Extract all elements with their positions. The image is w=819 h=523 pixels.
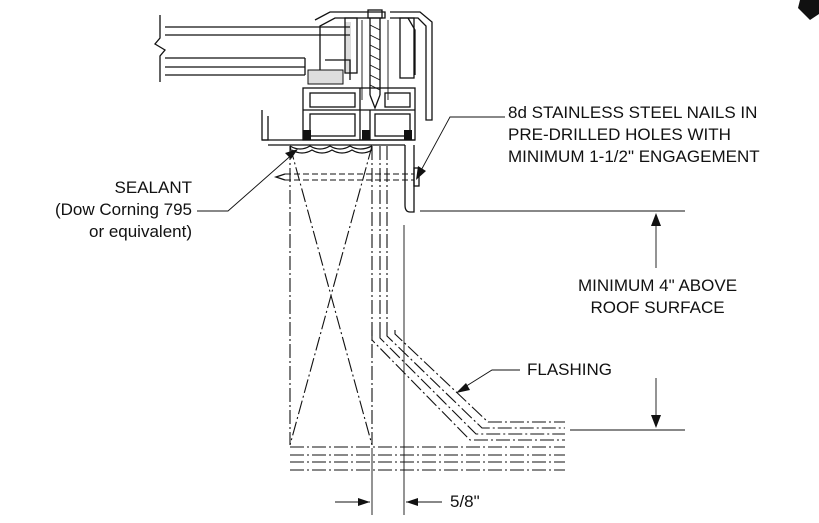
- sealant-bead: [289, 145, 373, 154]
- sealant-label: SEALANT (Dow Corning 795 or equivalent): [0, 177, 192, 243]
- width-dimension: [335, 225, 442, 515]
- sealant-label-line-1: SEALANT: [114, 178, 192, 197]
- height-label-line-2: ROOF SURFACE: [590, 298, 725, 317]
- wood-curb: [289, 145, 388, 446]
- dimension-label: 5/8": [450, 492, 480, 511]
- sealant-label-line-3: or equivalent): [88, 222, 192, 241]
- screw: [361, 9, 389, 110]
- leaders: [197, 116, 520, 393]
- height-label-line-1: MINIMUM 4" ABOVE: [577, 276, 738, 295]
- base-extrusion: [302, 87, 416, 141]
- nail: [273, 167, 420, 187]
- skylight-frame-extrusion: [307, 11, 433, 121]
- height-dimension: [420, 210, 685, 431]
- height-label: MINIMUM 4" ABOVE ROOF SURFACE: [540, 275, 775, 319]
- curb-flange: [261, 110, 415, 213]
- corner-fragment: [798, 0, 819, 20]
- nails-label: 8d STAINLESS STEEL NAILS IN PRE-DRILLED …: [508, 102, 760, 168]
- roof-deck: [290, 446, 565, 471]
- flashing-layers: [371, 330, 565, 441]
- sealant-label-line-2: (Dow Corning 795: [54, 200, 192, 219]
- nails-label-line-1: 8d STAINLESS STEEL NAILS IN: [508, 103, 758, 122]
- nails-label-line-2: PRE-DRILLED HOLES WITH: [508, 125, 731, 144]
- nails-label-line-3: MINIMUM 1-1/2" ENGAGEMENT: [508, 147, 760, 166]
- flashing-label: FLASHING: [527, 360, 613, 379]
- frame-beam: [154, 15, 350, 82]
